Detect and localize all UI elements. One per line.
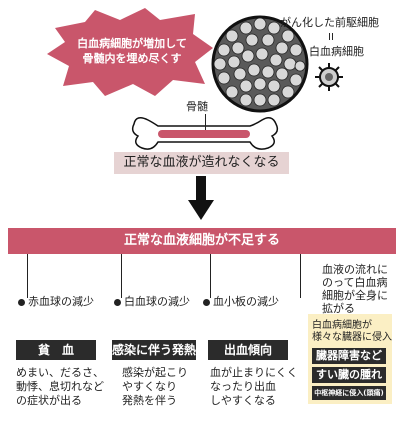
bone-marrow-cells-illustration bbox=[211, 15, 309, 113]
bullet-white-cells: 白血球の減少 bbox=[114, 295, 190, 309]
bone-pointer-line bbox=[205, 114, 206, 130]
fever-description: 感染が起こりやすくなり発熱を伴う bbox=[122, 366, 188, 407]
down-arrow-icon bbox=[188, 176, 214, 220]
bone-illustration bbox=[131, 117, 279, 150]
anemia-description: めまい、だるさ、動悸、息切れなどの症状が出る bbox=[16, 366, 104, 407]
normal-blood-badge: 正常な血液が造れなくなる bbox=[114, 152, 289, 174]
spread-description: 血液の流れにのって白血病細胞が全身に拡がる bbox=[322, 263, 388, 315]
bullet-red-cells: 赤血球の減少 bbox=[18, 295, 94, 309]
branch-connector-3 bbox=[210, 254, 211, 298]
burst-text: 白血病細胞が増加して 骨髄内を埋め尽くす bbox=[77, 37, 187, 65]
precursor-label: がん化した前駆細胞 bbox=[280, 16, 379, 29]
bleeding-description: 血が止まりにくくなったり出血しやすくなる bbox=[210, 366, 298, 407]
bullet-dot-icon bbox=[18, 298, 25, 306]
leukemia-cell-icon bbox=[315, 63, 343, 91]
deficit-bar: 正常な血液細胞が不足する bbox=[8, 228, 396, 254]
bullet-platelets: 血小板の減少 bbox=[203, 295, 279, 309]
equals-mark: II bbox=[328, 32, 334, 43]
branch-connector-4 bbox=[300, 254, 301, 298]
bone-marrow-label: 骨髄 bbox=[186, 100, 208, 113]
spleen-swelling-label: すい臓の腫れ bbox=[312, 367, 386, 383]
bleeding-label: 出血傾向 bbox=[208, 340, 288, 360]
leukemia-cell-label: 白血病細胞 bbox=[309, 45, 364, 58]
branch-line bbox=[8, 254, 396, 255]
invasion-text: 白血病細胞が様々な臓器に侵入 bbox=[312, 320, 392, 343]
fever-label: 感染に伴う発熱 bbox=[112, 340, 196, 360]
organ-damage-label: 臓器障害など bbox=[312, 348, 386, 364]
anemia-label: 貧 血 bbox=[16, 340, 96, 360]
branch-connector-2 bbox=[121, 254, 122, 298]
cns-invasion-label: 中枢神経に侵入(頭痛) bbox=[312, 386, 386, 400]
bullet-dot-icon bbox=[203, 298, 210, 306]
bullet-dot-icon bbox=[114, 298, 121, 306]
branch-connector-1 bbox=[27, 254, 28, 298]
burst-shape bbox=[47, 8, 213, 96]
